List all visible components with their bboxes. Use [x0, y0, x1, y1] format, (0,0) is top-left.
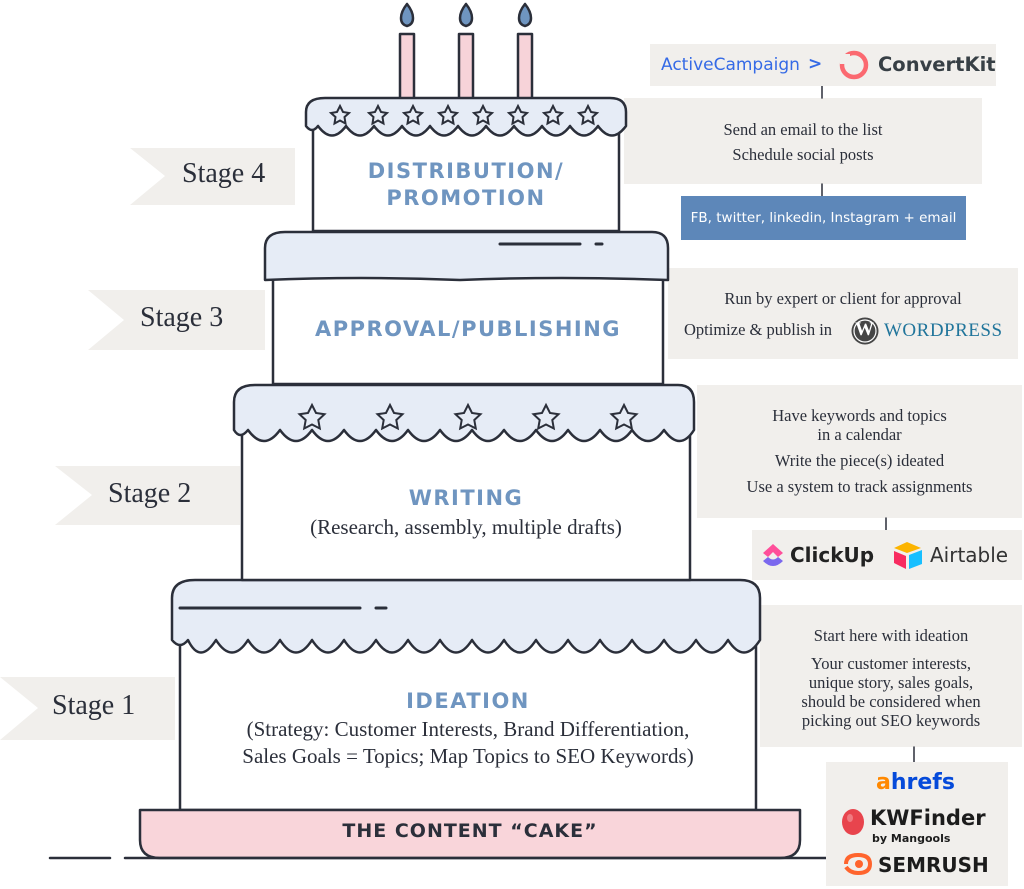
candle-1	[398, 32, 416, 102]
stage3-label: Stage 3	[140, 302, 224, 333]
stage2-notes: Have keywords and topics in a calendar W…	[697, 406, 1022, 496]
tier4-frosting	[304, 96, 628, 137]
note-line: Schedule social posts	[732, 145, 874, 164]
activecampaign-chevron-icon: >	[808, 54, 823, 74]
star-icon	[297, 402, 327, 431]
note-line: picking out SEO keywords	[801, 711, 981, 730]
writing-subtitle: (Research, assembly, multiple drafts)	[310, 515, 622, 539]
airtable-logo: Airtable	[930, 543, 1009, 567]
note-line: Send an email to the list	[723, 120, 883, 139]
star-icon	[375, 402, 405, 431]
wordpress-icon	[851, 317, 879, 345]
note-line: Optimize & publish in	[684, 320, 833, 339]
wordpress-row: Optimize & publish in W WORDPRESS	[684, 316, 1014, 348]
kwfinder-logo: KWFinder	[870, 806, 986, 830]
flame-3	[517, 2, 533, 28]
flame-1	[399, 2, 415, 28]
stage4-notes: Send an email to the list Schedule socia…	[624, 119, 982, 165]
tier4-body	[311, 123, 621, 233]
tier1-frosting	[170, 578, 762, 654]
convertkit-icon	[839, 50, 869, 80]
writing-title: WRITING	[408, 486, 524, 510]
note-line: Write the piece(s) ideated	[774, 451, 945, 470]
stage4-panel	[624, 98, 982, 184]
distribution-title: DISTRIBUTION/ PROMOTION	[313, 158, 619, 212]
note-line: should be considered when	[801, 692, 981, 711]
kwfinder-sub: by Mangools	[872, 832, 951, 845]
star-icon	[506, 103, 530, 126]
ahrefs-logo-a: a	[876, 770, 891, 795]
note-line: in a calendar	[817, 425, 902, 444]
distribution-title-line1: DISTRIBUTION/	[367, 159, 565, 183]
flame-2	[458, 2, 474, 28]
semrush-logo: SEMRUSH	[878, 853, 989, 877]
stage3-notes: Run by expert or client for approval	[668, 288, 1018, 309]
note-line: unique story, sales goals,	[808, 673, 974, 692]
distribution-title-line2: PROMOTION	[386, 186, 546, 210]
stage2-banner	[55, 466, 240, 525]
ideation-title: IDEATION	[406, 689, 530, 713]
star-icon	[609, 402, 639, 431]
semrush-icon	[844, 852, 873, 876]
ahrefs-logo: ahrefs	[876, 770, 955, 795]
base-label: THE CONTENT “CAKE”	[342, 820, 598, 842]
tier1-body	[178, 638, 758, 812]
stage3-panel	[668, 268, 1018, 359]
star-icon	[531, 402, 561, 431]
star-icon	[366, 103, 390, 126]
activecampaign-logo: ActiveCampaign	[661, 55, 800, 75]
star-icon	[576, 103, 600, 126]
note-line: Run by expert or client for approval	[724, 289, 962, 308]
convertkit-logo: ConvertKit	[878, 53, 996, 76]
ideation-subtitle-line2: Sales Goals = Topics; Map Topics to SEO …	[242, 744, 694, 768]
star-icon	[328, 103, 352, 126]
star-icon	[541, 103, 565, 126]
note-line: Your customer interests,	[810, 654, 972, 673]
kwfinder-icon	[842, 809, 864, 835]
stage2-label: Stage 2	[108, 478, 192, 509]
stage1-notes: Start here with ideation Your customer i…	[760, 626, 1022, 730]
stage4-banner	[130, 148, 295, 205]
note-line: Start here with ideation	[813, 626, 969, 645]
tier3-frosting	[263, 230, 670, 282]
note-line: Have keywords and topics	[772, 406, 947, 425]
clickup-logo: ClickUp	[790, 543, 875, 567]
tier3-body	[271, 274, 665, 386]
ideation-subtitle-line1: (Strategy: Customer Interests, Brand Dif…	[246, 717, 690, 741]
note-line: Use a system to track assignments	[746, 477, 973, 496]
stage1-panel	[760, 605, 1022, 747]
clickup-icon	[763, 544, 783, 566]
seo-tools-logos: ahrefs KWFinder by Mangools SEMRUSH	[826, 762, 1008, 886]
candle-2	[457, 32, 475, 102]
wordpress-logo: WORDPRESS	[884, 320, 1003, 341]
approval-title: APPROVAL/PUBLISHING	[314, 317, 622, 341]
star-icon	[471, 103, 495, 126]
stage1-banner	[0, 677, 175, 740]
airtable-icon	[894, 542, 922, 569]
star-icon	[436, 103, 460, 126]
channels-box: FB, twitter, linkedin, Instagram + email	[681, 196, 966, 240]
wordpress-w: W	[855, 319, 874, 340]
star-icon	[401, 103, 425, 126]
stage4-label: Stage 4	[182, 158, 266, 189]
email-tools-logos: ActiveCampaign > ConvertKit	[650, 44, 996, 86]
writing-tools-logos: ClickUp Airtable	[752, 530, 1022, 580]
stage1-label: Stage 1	[52, 690, 136, 721]
stage3-banner	[88, 290, 265, 350]
ahrefs-logo-rest: hrefs	[890, 770, 955, 795]
tier2-body	[240, 428, 692, 582]
candle-3	[516, 32, 534, 102]
ideation-subtitle: (Strategy: Customer Interests, Brand Dif…	[180, 716, 756, 770]
stage2-panel	[697, 385, 1022, 518]
star-icon	[453, 402, 483, 431]
